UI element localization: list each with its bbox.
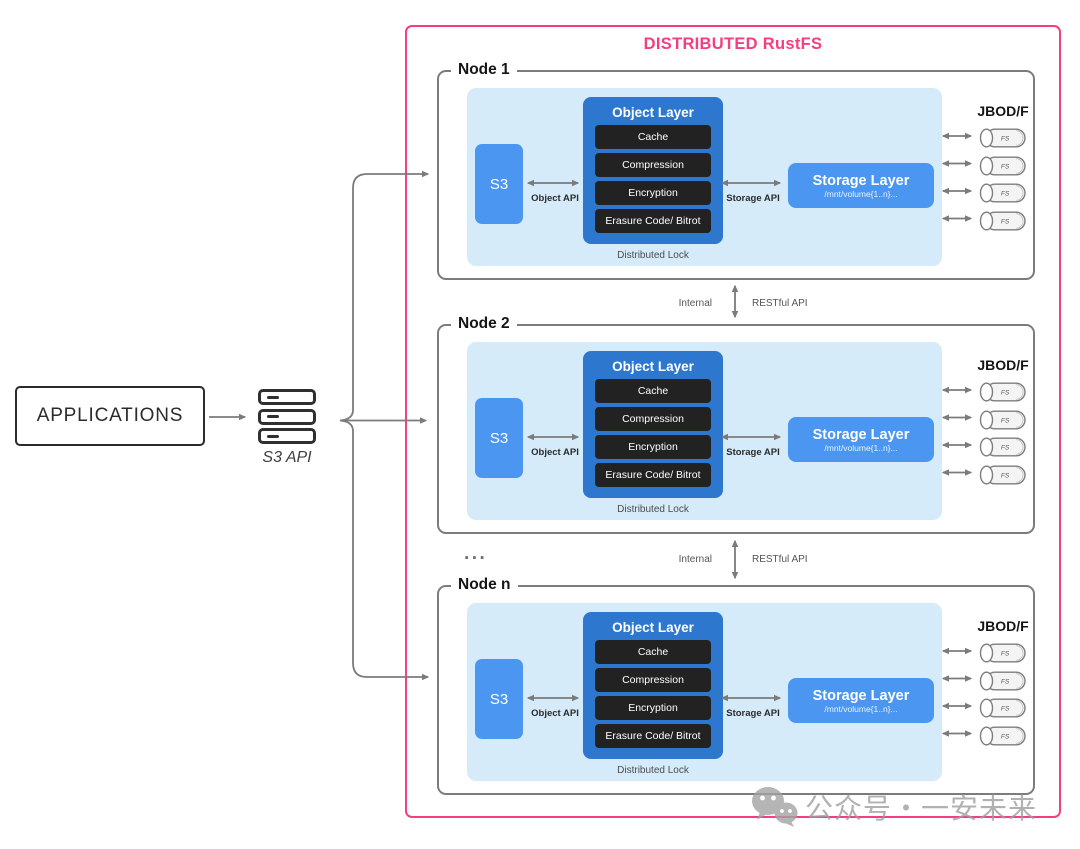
applications-box: APPLICATIONS — [15, 386, 205, 446]
more-nodes-ellipsis: ... — [464, 543, 488, 564]
object-api-label: Object API — [531, 447, 579, 458]
diagram-title: DISTRIBUTED RustFS — [643, 35, 823, 53]
node-n-label: Node n — [451, 576, 518, 594]
object-layer-title: Object Layer — [612, 620, 694, 635]
module-erasure: Erasure Code/ Bitrot — [595, 209, 711, 233]
disk-fs-label: FS — [1001, 678, 1010, 685]
distributed-lock-label: Distributed Lock — [617, 250, 689, 261]
fanout-connector — [209, 170, 430, 681]
node-1: Node 1 S3 Object API Object Layer Cache … — [437, 61, 1035, 280]
disk-fs-label: FS — [1001, 191, 1010, 198]
server-led — [267, 395, 279, 399]
disk-icon: FS — [979, 409, 1026, 430]
distributed-lock-label: Distributed Lock — [617, 504, 689, 515]
disk-icon: FS — [979, 183, 1026, 203]
storage-layer-box: Storage Layer /mnt/volume{1..n}... — [788, 163, 934, 208]
disk-icon: FS — [979, 725, 1026, 746]
object-layer-box: Object Layer Cache Compression Encryptio… — [583, 97, 723, 244]
object-layer-title: Object Layer — [612, 359, 694, 374]
server-row — [258, 389, 316, 405]
distributed-lock-label: Distributed Lock — [617, 765, 689, 776]
s3-gateway-box: S3 — [475, 398, 523, 478]
disk-icon: FS — [979, 643, 1026, 663]
module-cache: Cache — [595, 125, 711, 149]
node-1-label: Node 1 — [451, 61, 517, 79]
s3-api-label: S3 API — [262, 449, 312, 466]
module-encryption: Encryption — [595, 181, 711, 205]
module-cache: Cache — [595, 640, 711, 664]
storage-layer-title: Storage Layer — [812, 687, 910, 704]
storage-api-label: Storage API — [726, 708, 780, 719]
disk-icon: FS — [979, 155, 1026, 176]
object-layer-title: Object Layer — [612, 105, 694, 120]
module-erasure: Erasure Code/ Bitrot — [595, 724, 711, 748]
s3-gateway-box: S3 — [475, 659, 523, 739]
module-compression: Compression — [595, 153, 711, 177]
storage-layer-path: /mnt/volume{1..n}... — [824, 703, 898, 714]
disk-icon: FS — [979, 698, 1026, 718]
disk-fs-label: FS — [1001, 733, 1010, 740]
storage-layer-box: Storage Layer /mnt/volume{1..n}... — [788, 417, 934, 462]
applications-label: APPLICATIONS — [36, 405, 184, 426]
storage-layer-path: /mnt/volume{1..n}... — [824, 442, 898, 453]
object-layer-box: Object Layer Cache Compression Encryptio… — [583, 351, 723, 498]
module-compression: Compression — [595, 668, 711, 692]
fanout-brace — [339, 188, 354, 663]
node-n: Node n S3 Object API Object Layer Cache … — [437, 576, 1035, 795]
jbod-label: JBOD/F — [977, 103, 1029, 119]
disk-icon: FS — [979, 382, 1026, 402]
server-row — [258, 408, 316, 425]
jbod-label: JBOD/F — [977, 357, 1029, 373]
disk-icon: FS — [979, 128, 1026, 148]
disk-fs-label: FS — [1001, 218, 1010, 225]
module-encryption: Encryption — [595, 435, 711, 459]
disk-fs-label: FS — [1001, 472, 1010, 479]
server-stack-icon — [258, 389, 316, 448]
storage-layer-title: Storage Layer — [812, 426, 910, 443]
object-api-label: Object API — [531, 193, 579, 204]
server-led — [267, 415, 279, 418]
module-encryption: Encryption — [595, 696, 711, 720]
disk-icon: FS — [979, 437, 1026, 457]
internal-label: Internal — [678, 554, 712, 565]
object-layer-box: Object Layer Cache Compression Encryptio… — [583, 612, 723, 759]
node-2: Node 2 S3 Object API Object Layer Cache … — [437, 315, 1035, 534]
server-led — [267, 434, 279, 438]
storage-layer-path: /mnt/volume{1..n}... — [824, 188, 898, 199]
disk-fs-label: FS — [1001, 390, 1010, 397]
wechat-icon — [752, 787, 798, 827]
server-row — [258, 428, 316, 444]
s3-gateway-box: S3 — [475, 144, 523, 224]
disk-fs-label: FS — [1001, 706, 1010, 713]
disk-fs-label: FS — [1001, 651, 1010, 658]
storage-api-label: Storage API — [726, 193, 780, 204]
module-erasure: Erasure Code/ Bitrot — [595, 463, 711, 487]
watermark-text: 公众号・一安未来 — [805, 793, 1038, 824]
disk-fs-label: FS — [1001, 163, 1010, 170]
watermark: 公众号・一安未来 — [750, 786, 1037, 828]
storage-layer-box: Storage Layer /mnt/volume{1..n}... — [788, 678, 934, 723]
jbod-label: JBOD/F — [977, 618, 1029, 634]
disk-fs-label: FS — [1001, 417, 1010, 424]
distributed-rustfs-frame: DISTRIBUTED RustFS — [405, 25, 1061, 818]
restful-api-label: RESTful API — [752, 298, 808, 309]
disk-icon: FS — [979, 464, 1026, 485]
disk-icon: FS — [979, 670, 1026, 691]
storage-api-label: Storage API — [726, 447, 780, 458]
storage-layer-title: Storage Layer — [812, 172, 910, 189]
module-compression: Compression — [595, 407, 711, 431]
restful-api-label: RESTful API — [752, 554, 808, 565]
internal-label: Internal — [678, 298, 712, 309]
disk-fs-label: FS — [1001, 136, 1010, 143]
disk-fs-label: FS — [1001, 445, 1010, 452]
module-cache: Cache — [595, 379, 711, 403]
disk-icon: FS — [979, 210, 1026, 231]
node-2-label: Node 2 — [451, 315, 517, 333]
object-api-label: Object API — [531, 708, 579, 719]
